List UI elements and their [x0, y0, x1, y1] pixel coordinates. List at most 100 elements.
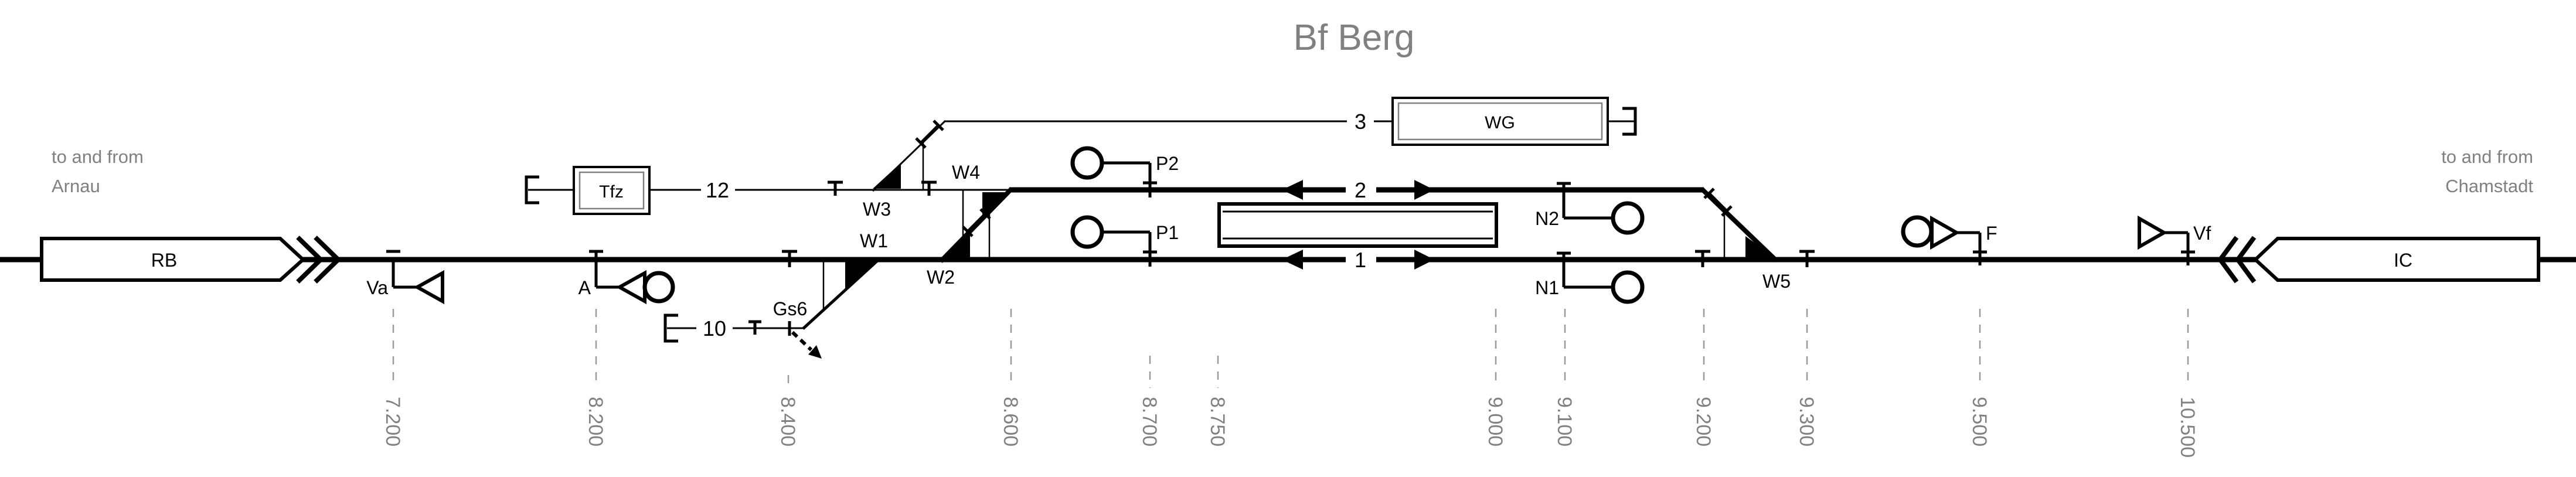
signal-a-label: A	[579, 277, 591, 298]
km-label: 9.500	[1968, 397, 1990, 447]
train-ic-chevron-1	[2217, 236, 2239, 284]
signal-n1-circle	[1611, 270, 1645, 304]
signal-f-label: F	[1986, 223, 1997, 244]
building-wg: WG	[1391, 97, 1609, 146]
direction-arrows	[1282, 180, 1434, 270]
track-1-label: 1	[1355, 248, 1366, 272]
km-label: 9.000	[1484, 397, 1506, 447]
signal-f: F	[1901, 215, 1997, 265]
km-label: 8.700	[1138, 397, 1161, 447]
track-number-labels: 1 2 3 12 10	[703, 110, 1366, 340]
signal-va-label: Va	[366, 277, 388, 298]
km-label: 8.400	[777, 397, 799, 447]
arrow-right-track2	[1414, 180, 1434, 200]
buffer-stop-wg	[1622, 107, 1637, 136]
note-from-arnau: to and from Arnau	[52, 146, 144, 196]
note-left-line1: to and from	[52, 146, 144, 167]
km-label: 10.500	[2176, 397, 2199, 458]
building-wg-label: WG	[1485, 113, 1515, 132]
train-ic-box	[2252, 237, 2540, 282]
train-rb: RB	[40, 236, 342, 284]
signal-va-triangle	[413, 270, 444, 305]
tick-w2	[962, 208, 991, 237]
km-label: 7.200	[382, 397, 404, 447]
km-label: 8.200	[584, 397, 607, 447]
switch-w3-wedge	[873, 163, 901, 189]
switch-w1-label: W1	[860, 230, 888, 251]
arrow-left-track1	[1282, 250, 1303, 270]
track-2-label: 2	[1355, 178, 1366, 202]
switch-w2-label: W2	[927, 267, 955, 288]
switch-w4-label: W4	[952, 162, 980, 183]
building-tfz-label: Tfz	[599, 182, 624, 202]
signal-n2-label: N2	[1535, 208, 1559, 229]
km-label: 9.100	[1553, 397, 1575, 447]
switch-w4-wedge	[982, 192, 1010, 217]
arrow-left-track2	[1282, 180, 1303, 200]
signal-p1: P1	[1070, 215, 1179, 267]
signal-a-circle	[642, 271, 675, 304]
signal-p1-circle	[1070, 215, 1104, 249]
t-marker	[1695, 250, 1710, 267]
switch-w1-wedge	[845, 262, 877, 289]
platform	[1217, 202, 1498, 248]
signal-p1-label: P1	[1156, 222, 1179, 243]
t-marker	[828, 180, 843, 196]
km-label: 8.750	[1206, 397, 1229, 447]
fouling-point-lines	[822, 142, 1726, 309]
page-title: Bf Berg	[1294, 18, 1415, 58]
signal-p2: P2	[1070, 146, 1179, 197]
derailer-arrow-head	[808, 345, 822, 359]
signal-f-circle	[1901, 215, 1934, 248]
arrow-right-track1	[1414, 250, 1434, 270]
signal-f-triangle	[1930, 215, 1961, 250]
train-ic-chevron-2	[2235, 236, 2257, 284]
switch-w3-label: W3	[863, 199, 891, 220]
note-right-line2: Chamstadt	[2445, 176, 2533, 196]
track-label-gaps	[696, 110, 1376, 339]
signal-vf: Vf	[2138, 215, 2211, 265]
note-from-chamstadt: to and from Chamstadt	[2441, 146, 2533, 196]
track-3-label: 3	[1355, 110, 1366, 134]
signal-n1-label: N1	[1535, 277, 1559, 298]
t-marker	[782, 250, 797, 267]
signal-n2: N2	[1535, 182, 1645, 235]
switch-w5-label: W5	[1762, 271, 1791, 292]
buffer-stop-track12	[525, 175, 539, 205]
derailer-gs6: Gs6	[773, 298, 822, 359]
signal-a-triangle	[615, 270, 646, 305]
signal-p2-circle	[1070, 146, 1104, 180]
signal-n2-circle	[1611, 201, 1645, 235]
isolation-ticks	[915, 120, 1733, 237]
derailer-label: Gs6	[773, 298, 808, 319]
signal-p2-label: P2	[1156, 153, 1179, 174]
km-label: 9.300	[1795, 397, 1818, 447]
derailer-arrow-shaft	[791, 331, 813, 352]
track-markers	[748, 180, 1815, 335]
t-marker	[1799, 250, 1815, 267]
km-label: 8.600	[999, 397, 1022, 447]
train-rb-label: RB	[151, 250, 177, 271]
t-marker	[748, 320, 761, 335]
train-rb-box	[40, 237, 306, 282]
kilometer-posts	[392, 309, 2189, 388]
tick-w3	[915, 120, 944, 149]
note-right-line1: to and from	[2441, 146, 2533, 167]
note-left-line2: Arnau	[52, 176, 100, 196]
track-12-label: 12	[706, 178, 729, 202]
kilometer-labels: 7.200 8.200 8.400 8.600 8.700 8.750 9.00…	[382, 397, 2199, 458]
t-marker	[921, 180, 937, 196]
train-rb-chevron-2	[314, 236, 342, 284]
building-tfz: Tfz	[573, 166, 651, 215]
track-10-label: 10	[703, 316, 726, 340]
signal-vf-triangle	[2138, 215, 2168, 250]
buffer-stop-track10	[663, 314, 678, 343]
km-label: 9.200	[1692, 397, 1714, 447]
signal-a: A	[579, 250, 675, 305]
buffer-stops	[525, 107, 1637, 343]
signal-vf-label: Vf	[2193, 223, 2211, 244]
train-ic: IC	[2217, 236, 2540, 284]
switch-w5-wedge	[1745, 236, 1775, 258]
